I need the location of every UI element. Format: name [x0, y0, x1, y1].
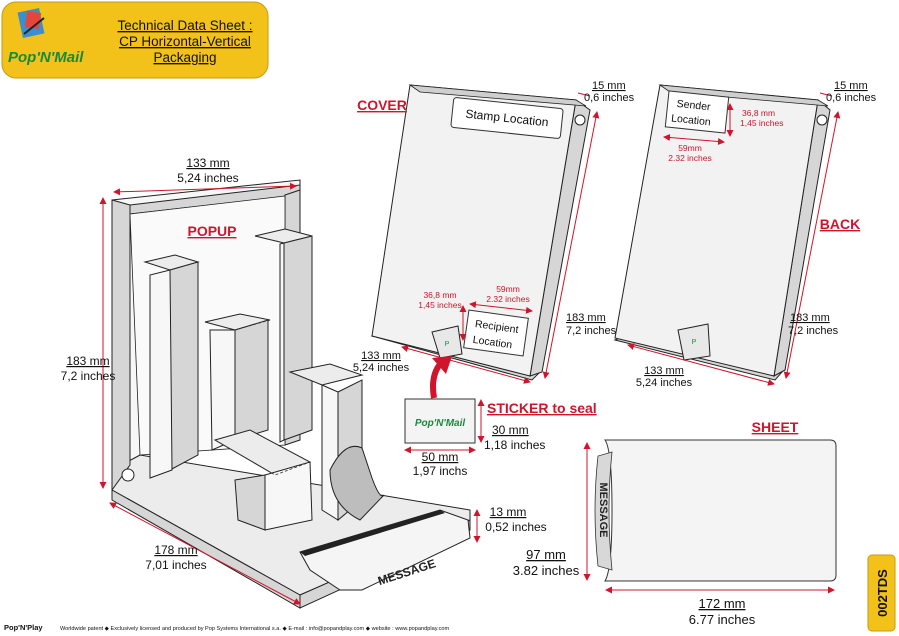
sheet-label: SHEET: [752, 419, 799, 435]
sender-text: Sender: [676, 98, 711, 114]
sticker-drawing: Pop'N'Mail: [404, 398, 476, 444]
sheet-drawing: MESSAGE: [594, 439, 837, 582]
svg-text:P: P: [692, 339, 697, 346]
back-height-in: 7,2 inches: [788, 325, 839, 337]
pop-n-mail-logo: Pop'N'Mail: [8, 7, 84, 66]
sheet-message-text: MESSAGE: [597, 482, 609, 537]
footer: Pop'N'Play Worldwide patent ◆ Exclusivel…: [4, 554, 896, 632]
sheet-width-in: 6.77 inches: [689, 612, 756, 627]
cover-drawing: Stamp Location Recipient Location P: [370, 84, 591, 381]
cover-width-in: 5,24 inches: [353, 362, 410, 374]
popup-height-in: 7,2 inches: [61, 369, 116, 383]
back-v-in: 1,45 inches: [740, 118, 783, 128]
code-badge: [867, 554, 896, 632]
sticker-width-mm: 50 mm: [422, 450, 459, 464]
sender-box: Sender Location: [664, 90, 730, 134]
title-line-1: Technical Data Sheet :: [117, 18, 252, 33]
svg-text:P: P: [445, 341, 450, 348]
sticker-height-in: 1,18 inches: [484, 438, 545, 452]
sticker-card: [404, 398, 476, 444]
header-panel: [1, 1, 269, 79]
popup-width-mm: 133 mm: [186, 156, 229, 170]
sheet-card: [604, 439, 837, 582]
back-v-mm: 36,8 mm: [742, 108, 775, 118]
back-thick-mm: 15 mm: [834, 80, 868, 92]
sheet-height-in: 3.82 inches: [513, 563, 580, 578]
cover-h-mm: 59mm: [496, 284, 520, 294]
sheet-height-mm: 97 mm: [526, 547, 566, 562]
popup-width-in: 5,24 inches: [177, 171, 238, 185]
popup-depth-in: 7,01 inches: [145, 558, 206, 572]
cover-label: COVER: [357, 97, 407, 113]
back-sticker: P: [677, 323, 711, 361]
popup-drawing: MESSAGE: [111, 179, 471, 609]
sticker-height-mm: 30 mm: [492, 423, 529, 437]
back-width-in: 5,24 inches: [636, 377, 693, 389]
cover-width-mm: 133 mm: [361, 350, 401, 362]
sticker-logo-text: Pop'N'Mail: [415, 418, 466, 429]
cover-thick-mm: 15 mm: [592, 80, 626, 92]
popup-tab-mm: 13 mm: [490, 505, 527, 519]
footer-code: 002TDS: [875, 569, 890, 617]
popup-label: POPUP: [187, 223, 236, 239]
sheet-width-mm: 172 mm: [699, 596, 746, 611]
sticker-width-in: 1,97 inchs: [413, 464, 468, 478]
back-h-mm: 59mm: [678, 143, 702, 153]
recipient-box: Recipient Location: [463, 309, 529, 357]
back-thick-in: 0,6 inches: [826, 92, 877, 104]
footer-brand: Pop'N'Play: [4, 623, 43, 632]
back-label: BACK: [820, 216, 860, 232]
popup-height-mm: 183 mm: [66, 354, 109, 368]
title-line-3: Packaging: [153, 50, 216, 65]
cover-v-in: 1,45 inches: [418, 300, 461, 310]
back-height-mm: 183 mm: [790, 312, 830, 324]
footer-text: Worldwide patent ◆ Exclusively licensed …: [60, 626, 450, 632]
cover-height-in: 7,2 inches: [566, 325, 617, 337]
popup-message-tab: [299, 509, 471, 591]
popup-hole: [121, 468, 135, 482]
sticker-label: STICKER to seal: [487, 400, 597, 416]
popup-depth-mm: 178 mm: [154, 543, 197, 557]
cover-v-mm: 36,8 mm: [423, 290, 456, 300]
sender-location-text: Location: [671, 112, 712, 128]
title-line-2: CP Horizontal-Vertical: [119, 34, 251, 49]
back-width-mm: 133 mm: [644, 365, 684, 377]
cover-h-in: 2.32 inches: [486, 294, 529, 304]
popup-curl-shape: [329, 445, 385, 521]
cover-thick-in: 0,6 inches: [584, 92, 635, 104]
popup-tab-in: 0,52 inches: [485, 520, 546, 534]
stamp-location-box: Stamp Location: [450, 97, 564, 139]
logo-text: Pop'N'Mail: [8, 49, 84, 66]
back-h-in: 2.32 inches: [668, 153, 711, 163]
header: Pop'N'Mail Technical Data Sheet : CP Hor…: [1, 1, 269, 79]
cover-height-mm: 183 mm: [566, 312, 606, 324]
